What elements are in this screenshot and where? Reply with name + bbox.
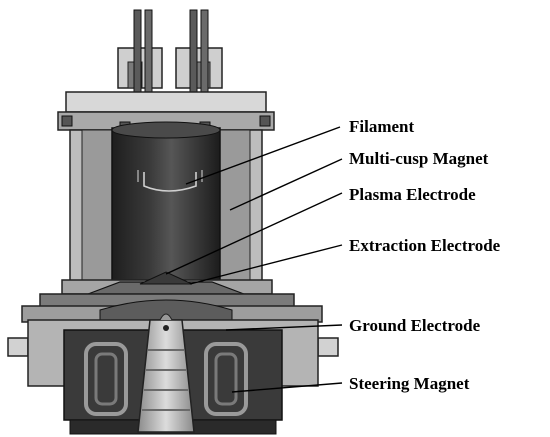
labels: Filament Multi-cusp Magnet Plasma Electr… (349, 117, 501, 393)
plasma-chamber (69, 121, 263, 291)
electrode-stack (21, 271, 323, 325)
label-plasma-electrode: Plasma Electrode (349, 185, 476, 204)
leader-extraction-electrode (189, 244, 343, 285)
leader-multi-cusp-magnet (229, 158, 343, 211)
ground-electrode-cone (137, 313, 195, 433)
label-extraction-electrode: Extraction Electrode (349, 236, 501, 255)
leader-plasma-electrode (165, 192, 343, 275)
label-steering-magnet: Steering Magnet (349, 374, 470, 393)
leader-filament (185, 126, 341, 185)
leader-ground-electrode (225, 324, 343, 331)
label-ground-electrode: Ground Electrode (349, 316, 481, 335)
label-multi-cusp-magnet: Multi-cusp Magnet (349, 149, 489, 168)
leader-lines (165, 126, 343, 393)
label-filament: Filament (349, 117, 414, 136)
leader-steering-magnet (231, 382, 343, 393)
top-flange (57, 91, 275, 133)
